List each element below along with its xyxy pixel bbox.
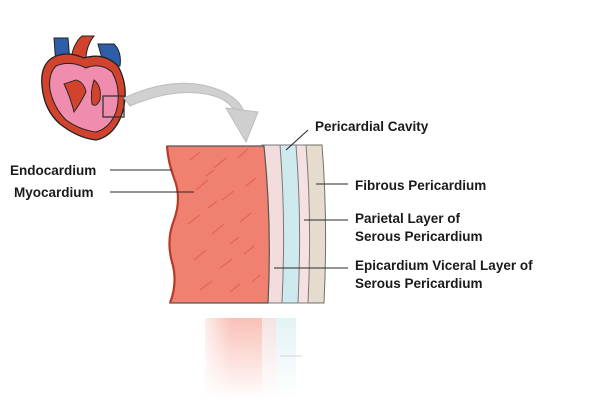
heart-chambers [49,62,119,133]
reflection-fade-side [195,312,255,400]
leader-lines [110,129,348,269]
heart-septum [63,79,87,114]
label-epicardium-line2: Serous Pericardium [355,276,483,291]
magnify-box [102,95,125,118]
wall-section [165,144,327,304]
endocardium-edge [165,145,180,304]
heart-illustration [41,35,126,141]
reflection [195,312,315,400]
label-fibrous-pericardium: Fibrous Pericardium [355,178,486,193]
label-pericardial-cavity: Pericardial Cavity [315,119,429,134]
zoom-arrow-head [225,107,259,144]
zoom-arrow-body [123,82,245,115]
label-endocardium: Endocardium [10,163,96,178]
leader-pericardial-cavity [285,129,309,151]
label-epicardium-line1: Epicardium Viceral Layer of [355,258,533,273]
zoom-arrow [123,82,259,144]
labels: Pericardial Cavity Endocardium Myocardiu… [10,119,533,291]
label-myocardium: Myocardium [14,185,94,200]
heart-valve [90,79,101,106]
label-parietal-line1: Parietal Layer of [355,211,461,226]
muscle-texture [187,148,261,293]
myocardium-layer [166,145,270,304]
label-parietal-line2: Serous Pericardium [355,229,483,244]
